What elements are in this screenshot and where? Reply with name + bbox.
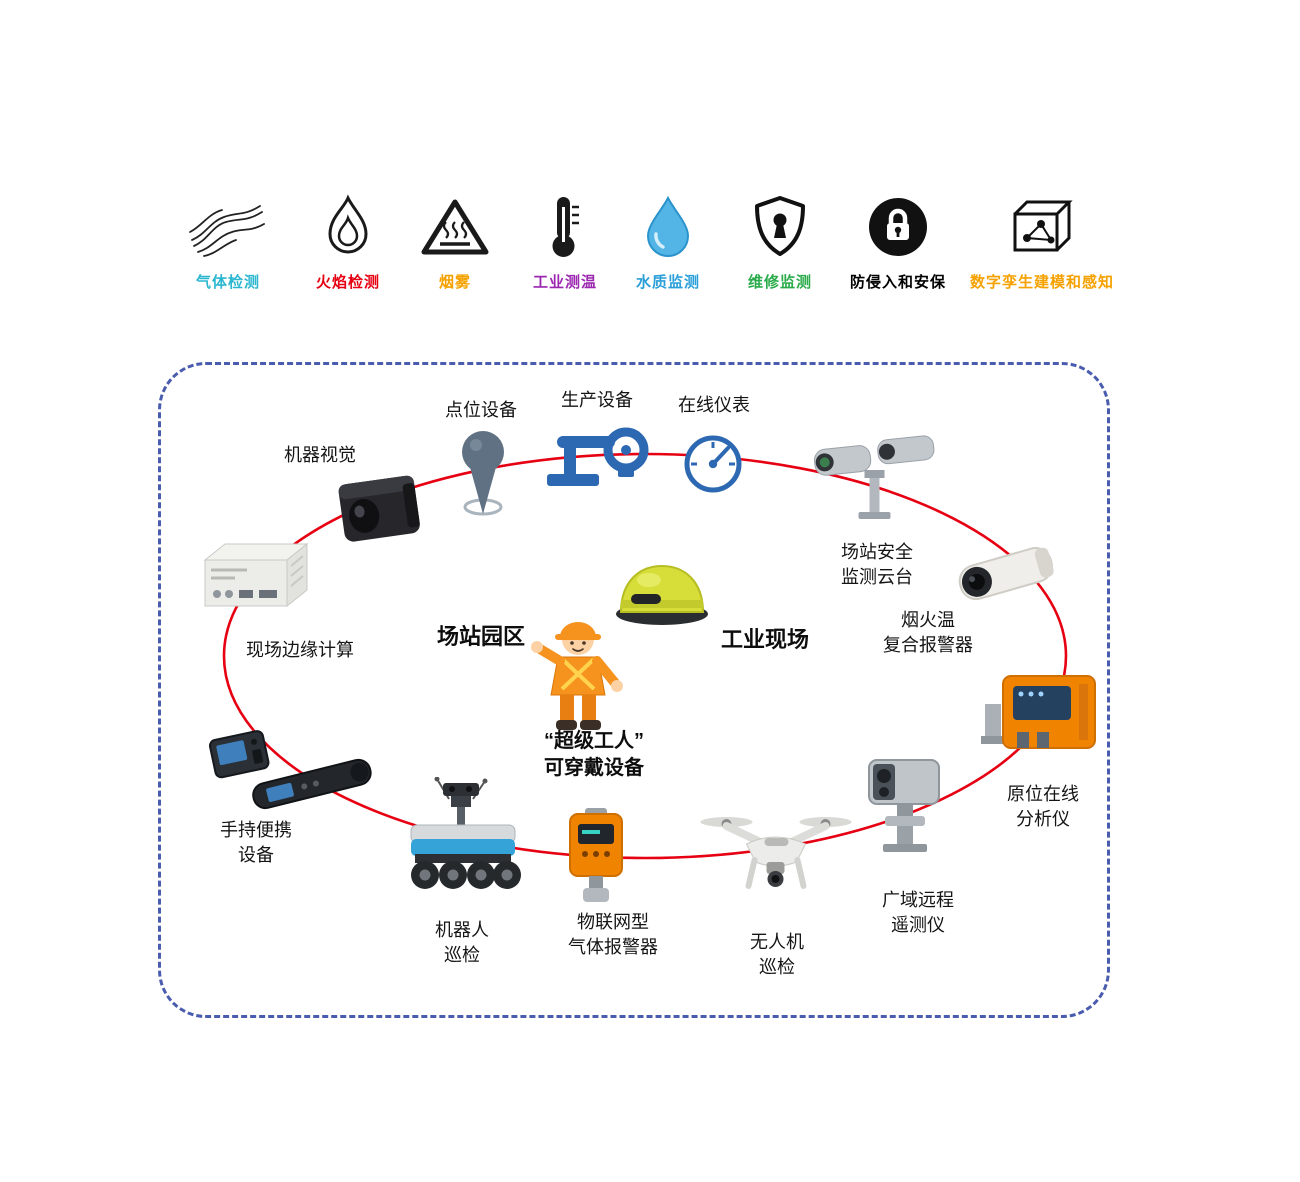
label-iot-gas-alarm: 物联网型 气体报警器 (568, 912, 658, 957)
insitu-analyzer-device (981, 672, 1099, 760)
legend-label-maintenance: 维修监测 (747, 274, 812, 291)
dashed-boundary (158, 362, 1110, 1018)
legend-item-gas: 气体检测 (153, 192, 303, 292)
label-point-device: 点位设备 (445, 400, 517, 420)
legend-item-smoke: 烟雾 (380, 192, 530, 292)
ptz-dual-camera (809, 428, 944, 528)
legend-item-flame: 火焰检测 (273, 192, 423, 292)
gas-waves-icon (188, 192, 268, 262)
label-robot-patrol: 机器人 巡检 (435, 920, 489, 965)
machine-vision-camera (326, 468, 431, 553)
legend-item-security: 防侵入和安保 (823, 192, 973, 292)
label-insitu-analyzer: 原位在线 分析仪 (1007, 784, 1079, 829)
thermometer-icon (543, 192, 587, 262)
smart-helmet (611, 556, 713, 628)
label-drone-patrol: 无人机 巡检 (750, 932, 804, 977)
legend-label-thermometry: 工业测温 (532, 274, 597, 291)
legend-label-gas: 气体检测 (195, 274, 260, 291)
label-station-park: 场站园区 (436, 624, 526, 649)
digital-twin-cube-icon (1007, 192, 1077, 262)
water-drop-icon (640, 192, 696, 262)
label-station-ptz: 场站安全 监测云台 (841, 542, 913, 587)
robot-arm-icon (543, 416, 653, 490)
legend-item-thermometry: 工业测温 (490, 192, 640, 292)
shield-keyhole-icon (751, 192, 809, 262)
edge-computing-box (191, 534, 313, 622)
label-super-worker-wearable: “超级工人” 可穿戴设备 (544, 730, 644, 779)
iot-gas-alarm-device (563, 808, 629, 904)
fire-smoke-temp-camera (949, 528, 1067, 620)
label-handheld-device: 手持便携 设备 (220, 820, 292, 865)
worker-figure (522, 599, 634, 737)
drone (699, 800, 854, 900)
legend-item-digital-twin: 数字孪生建模和感知 (942, 192, 1142, 292)
telemetry-camera (857, 752, 953, 860)
lock-circle-icon (866, 192, 930, 262)
patrol-robot (399, 776, 531, 899)
label-industrial-site: 工业现场 (720, 627, 810, 652)
legend-label-flame: 火焰检测 (315, 274, 380, 291)
label-production-equipment: 生产设备 (561, 390, 633, 410)
label-online-instrument: 在线仪表 (678, 395, 750, 415)
legend-label-smoke: 烟雾 (438, 274, 471, 291)
label-wide-area-telemetry: 广域远程 遥测仪 (882, 890, 954, 935)
gauge-icon (682, 433, 744, 495)
label-machine-vision: 机器视觉 (284, 445, 356, 465)
label-edge-computing: 现场边缘计算 (246, 640, 354, 660)
legend-item-maintenance: 维修监测 (705, 192, 855, 292)
legend-item-water: 水质监测 (593, 192, 743, 292)
legend-label-security: 防侵入和安保 (849, 274, 946, 291)
legend-label-water: 水质监测 (635, 274, 700, 291)
legend-label-digital-twin: 数字孪生建模和感知 (969, 274, 1114, 291)
handheld-devices (202, 713, 392, 818)
label-fire-smoke-temp-alarm: 烟火温 复合报警器 (883, 610, 973, 655)
flame-icon (316, 192, 380, 262)
location-pin-device (452, 428, 514, 520)
smoke-warning-triangle-icon (420, 192, 490, 262)
